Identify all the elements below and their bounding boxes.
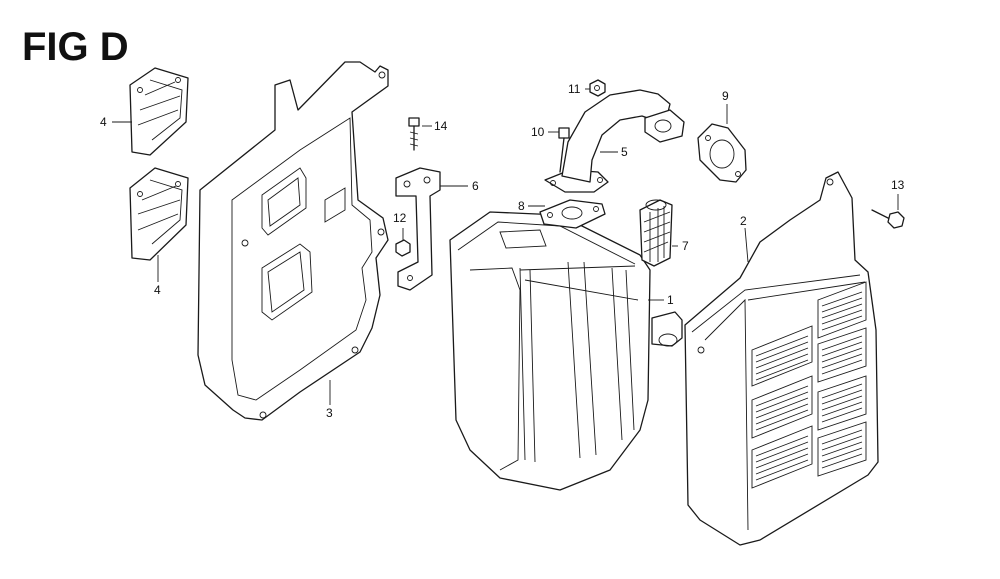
part-5-exhaust-pipe (544, 89, 685, 193)
part-8-gasket (539, 199, 606, 229)
part-6-bracket (395, 167, 441, 291)
callout-7: 7 (682, 239, 689, 253)
part-10-bolt (558, 127, 570, 173)
figure-title: FIG D (22, 25, 129, 69)
leader-lines (112, 88, 899, 405)
part-12-nut (395, 239, 411, 257)
part-3-muffler-shield (197, 61, 389, 421)
callout-13: 13 (891, 178, 905, 192)
callout-14: 14 (434, 119, 448, 133)
callout-numbers: 4 4 3 14 6 12 8 10 11 9 5 7 1 2 13 (100, 82, 905, 420)
callout-12: 12 (393, 211, 407, 225)
part-1-muffler (449, 211, 683, 491)
part-7-spark-arrester (639, 199, 673, 267)
part-9-gasket (697, 123, 747, 183)
callout-3: 3 (326, 406, 333, 420)
callout-8: 8 (518, 199, 525, 213)
callout-1: 1 (667, 293, 674, 307)
callout-6: 6 (472, 179, 479, 193)
callout-11: 11 (568, 82, 581, 96)
part-11-nut (589, 79, 606, 97)
callout-4-upper: 4 (100, 115, 107, 129)
callout-5: 5 (621, 145, 628, 159)
part-2-muffler-cover (684, 171, 879, 546)
part-14-bolt (408, 117, 420, 151)
part-4-upper-plate (129, 67, 189, 156)
callout-4-lower: 4 (154, 283, 161, 297)
callout-9: 9 (722, 89, 729, 103)
part-4-lower-plate (129, 167, 189, 261)
part-13-bolt (871, 209, 905, 229)
callout-10: 10 (531, 125, 545, 139)
callout-2: 2 (740, 214, 747, 228)
